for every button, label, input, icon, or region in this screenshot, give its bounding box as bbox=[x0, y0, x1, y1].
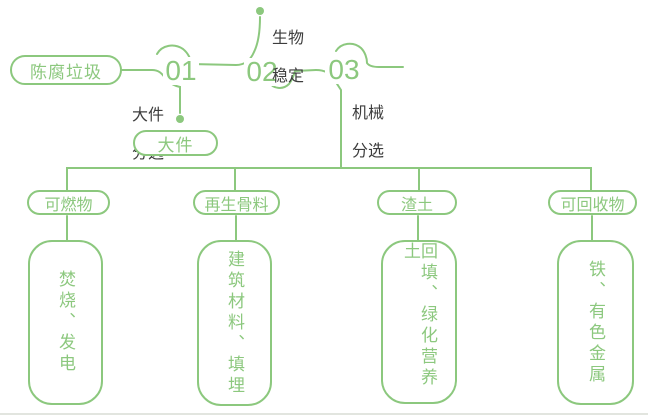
source-node-aged-waste: 陈腐垃圾 bbox=[10, 55, 122, 85]
result-box-metals: 铁、有色金属 bbox=[557, 240, 634, 405]
result-box-building-material: 建筑材料、填埋 bbox=[197, 240, 272, 406]
curve-01-arc-to-02 bbox=[156, 16, 261, 67]
step-label-bio-stabilization: 生物 稳定 bbox=[272, 30, 305, 85]
bulky-branch-dot bbox=[176, 115, 184, 123]
category-label: 渣土 bbox=[400, 196, 433, 214]
distribution-bar bbox=[66, 167, 592, 191]
curve-03-arc-tail bbox=[335, 42, 404, 68]
result-box-incineration: 焚烧、发电 bbox=[28, 240, 103, 405]
category-label: 可燃物 bbox=[44, 196, 93, 214]
result-text: 焚烧、发电 bbox=[56, 270, 75, 375]
category-node-recycled-aggregate: 再生骨料 bbox=[193, 190, 280, 215]
category-label: 再生骨料 bbox=[204, 196, 269, 214]
result-text: 回填、绿化营养土 bbox=[401, 242, 437, 389]
result-box-backfill: 回填、绿化营养土 bbox=[381, 240, 457, 404]
category-node-combustibles: 可燃物 bbox=[27, 190, 110, 215]
source-node-label: 陈腐垃圾 bbox=[30, 62, 102, 82]
result-text: 铁、有色金属 bbox=[586, 259, 605, 386]
step-label-mechanical-sorting: 机械 分选 bbox=[352, 105, 385, 160]
biostabilize-dot bbox=[256, 7, 264, 15]
step-number-03: 03 bbox=[325, 56, 363, 84]
bulky-item-label: 大件 bbox=[157, 135, 194, 155]
bulky-item-node: 大件 bbox=[133, 130, 218, 156]
category-node-slag-soil: 渣土 bbox=[377, 190, 457, 215]
category-node-recyclables: 可回收物 bbox=[548, 190, 637, 215]
step-number-01: 01 bbox=[163, 57, 199, 85]
result-text: 建筑材料、填埋 bbox=[225, 249, 244, 397]
step-number-02: 02 bbox=[244, 58, 280, 86]
category-label: 可回收物 bbox=[560, 196, 625, 214]
curve-02-hook-to-03 bbox=[268, 69, 317, 89]
bottom-cutoff-line bbox=[0, 413, 648, 415]
